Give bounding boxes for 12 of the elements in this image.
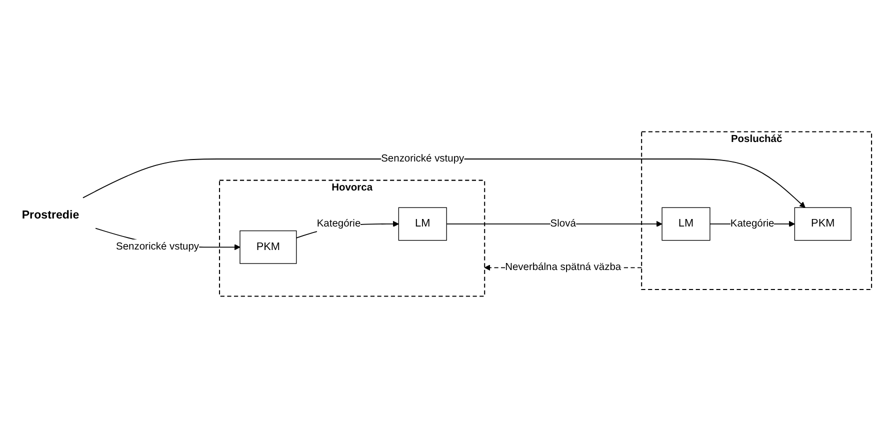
edge-label: Neverbálna spätná väzba	[505, 261, 622, 273]
node-text: Prostredie	[22, 208, 80, 221]
node-box: PKM	[240, 230, 297, 264]
edge-label: Kategórie	[316, 218, 361, 230]
edge-label: Kategórie	[730, 218, 774, 230]
node-box: PKM	[794, 207, 852, 241]
node-box: LM	[398, 207, 447, 241]
node-box: LM	[662, 207, 710, 241]
arrow	[82, 158, 806, 208]
edge-label: Senzorické vstupy	[116, 240, 200, 252]
edge-label: Slová	[550, 218, 576, 230]
edge-label: Senzorické vstupy	[381, 152, 464, 164]
